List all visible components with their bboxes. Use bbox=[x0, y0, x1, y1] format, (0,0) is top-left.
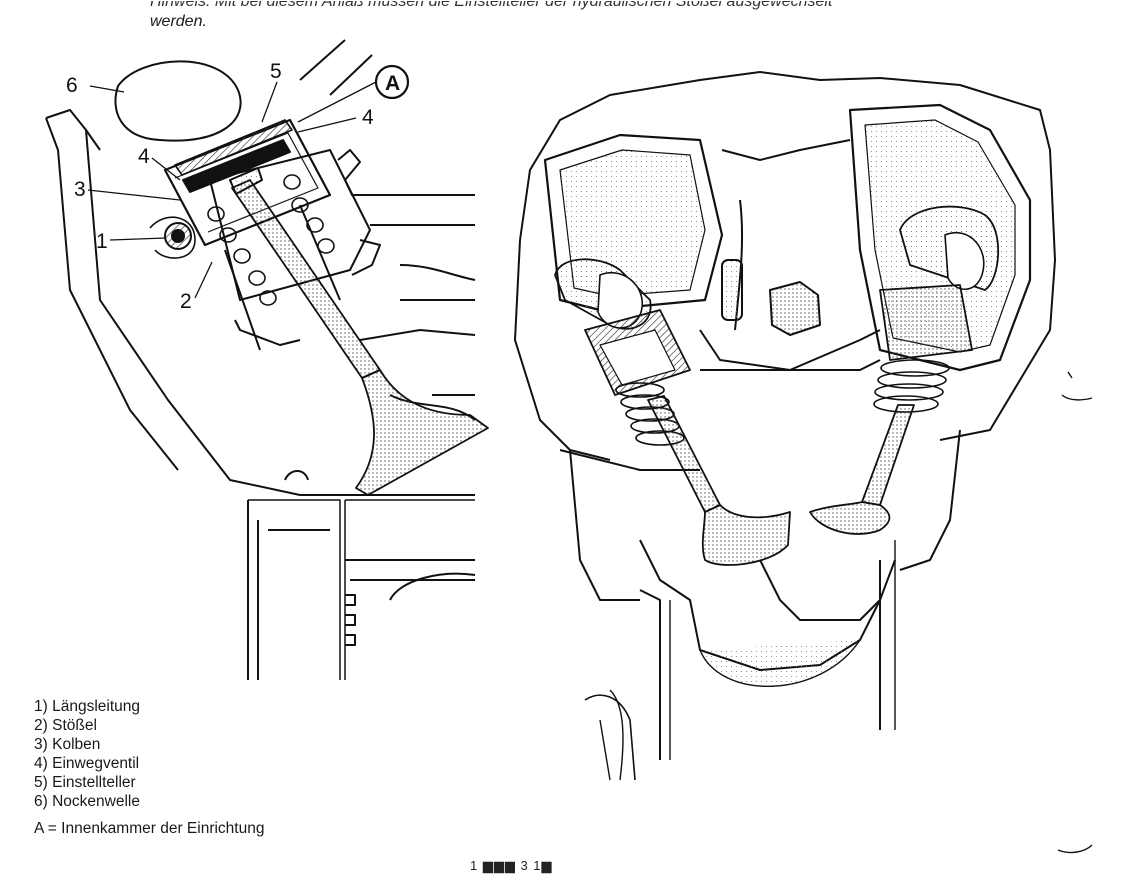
valve-section-drawing bbox=[45, 39, 489, 680]
legend-item: 2) Stößel bbox=[34, 717, 97, 734]
callout-4-left: 4 bbox=[138, 145, 150, 168]
legend-item: 5) Einstellteller bbox=[34, 774, 136, 791]
legend-item: 6) Nockenwelle bbox=[34, 793, 140, 810]
callout-2: 2 bbox=[180, 290, 192, 313]
legend-item: 1) Längsleitung bbox=[34, 698, 141, 715]
legend-item: 4) Einwegventil bbox=[34, 755, 140, 772]
cylinder-head-cutaway bbox=[514, 71, 1093, 854]
callout-3: 3 bbox=[74, 178, 86, 201]
legend-key-A: A = Innenkammer der Einrichtung bbox=[34, 820, 265, 837]
callout-1: 1 bbox=[96, 230, 108, 253]
callout-6: 6 bbox=[66, 74, 78, 97]
header-note: Hinweis: Mit bei diesem Anlaß müssen die… bbox=[150, 0, 1050, 32]
header-line-1: Hinweis: Mit bei diesem Anlaß müssen die… bbox=[150, 0, 833, 10]
footer-mark: 1 ▆▆▆ 3 1▆ bbox=[470, 858, 553, 873]
callout-4-right: 4 bbox=[362, 106, 374, 129]
callout-A: A bbox=[385, 72, 400, 95]
header-line-2: werden. bbox=[150, 13, 207, 30]
callout-5: 5 bbox=[270, 60, 282, 83]
legend: 1) Längsleitung 2) Stößel 3) Kolben 4) E… bbox=[34, 697, 140, 811]
legend-item: 3) Kolben bbox=[34, 736, 101, 753]
